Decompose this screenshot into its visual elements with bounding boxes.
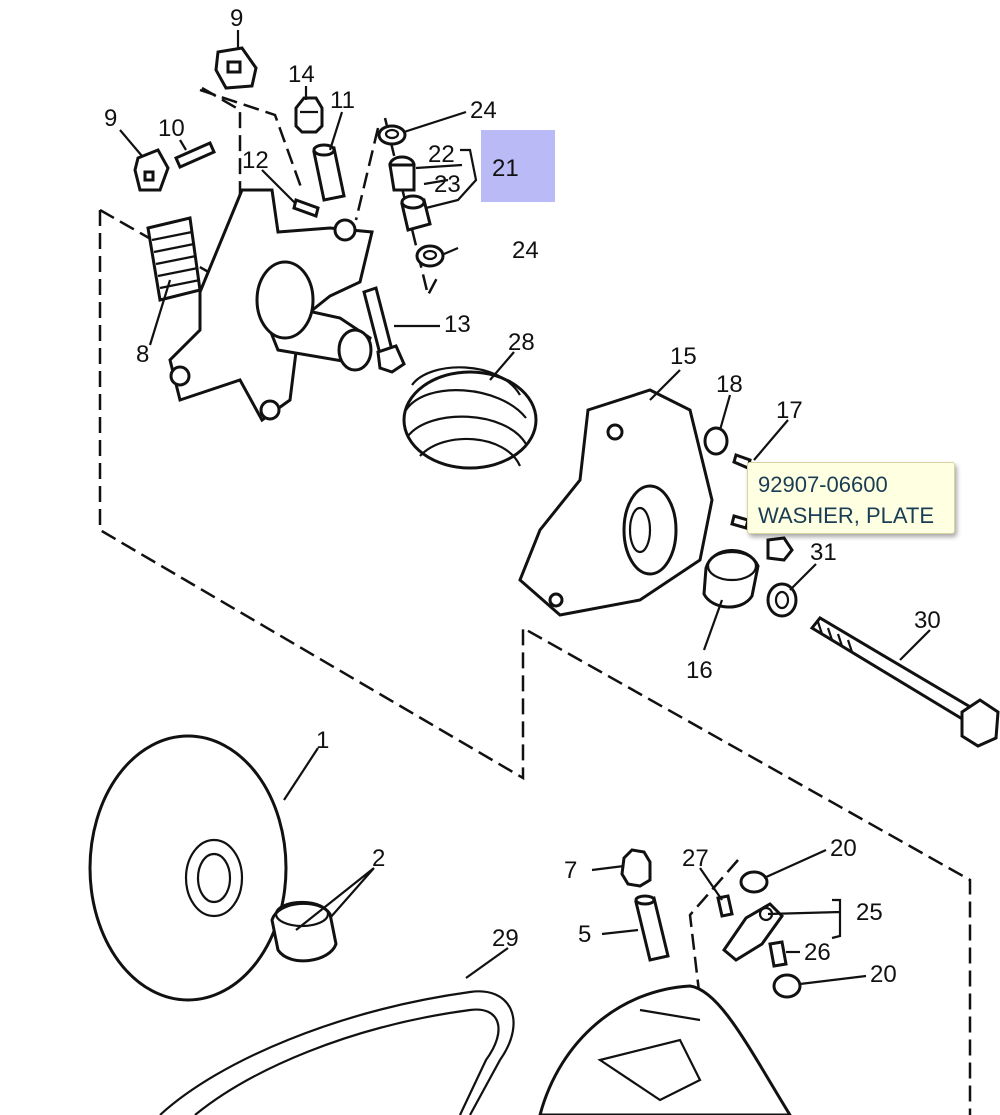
part-24-washer-top[interactable] — [377, 124, 407, 146]
callout-29[interactable]: 29 — [492, 925, 519, 952]
part-8-spider-hub[interactable] — [146, 188, 374, 423]
part-31-washer[interactable] — [766, 582, 798, 618]
callout-30[interactable]: 30 — [914, 607, 941, 634]
part-18-washer[interactable] — [703, 426, 729, 456]
tooltip-description: WASHER, PLATE — [758, 503, 935, 528]
part-1-sheave[interactable] — [88, 734, 288, 1002]
callout-7[interactable]: 7 — [564, 857, 577, 884]
part-28-spring[interactable] — [402, 366, 538, 470]
leader-lines — [119, 30, 931, 986]
part-19-screw[interactable] — [730, 514, 794, 562]
part-2-bushing[interactable] — [270, 900, 338, 963]
part-7-nut[interactable] — [620, 848, 652, 888]
callout-27[interactable]: 27 — [682, 845, 709, 872]
part-20-washer-bottom[interactable] — [772, 973, 802, 999]
callout-24-top[interactable]: 24 — [470, 97, 497, 124]
part-14-nut[interactable] — [294, 96, 324, 134]
callout-15[interactable]: 15 — [670, 343, 697, 370]
callout-22[interactable]: 22 — [428, 141, 455, 168]
callout-31[interactable]: 31 — [810, 539, 837, 566]
part-26-roller[interactable] — [768, 940, 788, 968]
callout-26[interactable]: 26 — [804, 939, 831, 966]
part-29-belt[interactable] — [159, 990, 515, 1115]
callout-28[interactable]: 28 — [508, 329, 535, 356]
callout-14[interactable]: 14 — [288, 61, 315, 88]
callout-5[interactable]: 5 — [578, 921, 591, 948]
callout-12[interactable]: 12 — [242, 147, 269, 174]
part-5-sleeve[interactable] — [634, 894, 670, 962]
callout-9-top[interactable]: 9 — [230, 5, 243, 32]
part-16-roller[interactable] — [702, 549, 760, 609]
movable-sheave-assembly[interactable] — [538, 984, 792, 1115]
part-27-screw[interactable] — [716, 894, 734, 918]
callout-11[interactable]: 11 — [330, 87, 355, 114]
part-15-cam-cover[interactable] — [518, 388, 714, 617]
bracket-22-leader — [354, 127, 380, 221]
callout-9-left[interactable]: 9 — [104, 105, 117, 132]
part-12-screw[interactable] — [292, 198, 320, 218]
callout-17[interactable]: 17 — [776, 397, 803, 424]
part-30-long-bolt[interactable] — [809, 616, 1000, 748]
part-10-pin[interactable] — [174, 141, 216, 169]
assembly-outline-left — [98, 210, 972, 1115]
callout-20-bottom[interactable]: 20 — [870, 961, 897, 988]
callout-13[interactable]: 13 — [444, 311, 471, 338]
part-9-bracket-top[interactable] — [214, 46, 258, 90]
part-tooltip: 92907-06600 WASHER, PLATE — [747, 462, 955, 534]
part-23-roller-bottom[interactable] — [400, 194, 432, 232]
callout-8[interactable]: 8 — [136, 341, 149, 368]
bracket-12-leader — [199, 88, 304, 191]
callout-10[interactable]: 10 — [158, 115, 185, 142]
callout-20-top[interactable]: 20 — [830, 835, 857, 862]
callout-18[interactable]: 18 — [716, 371, 743, 398]
callout-1[interactable]: 1 — [316, 727, 329, 754]
part-11-sleeve[interactable] — [312, 143, 346, 202]
part-22-roller-top[interactable] — [388, 155, 416, 192]
callout-24-bottom[interactable]: 24 — [512, 237, 539, 264]
part-13-bolt[interactable] — [362, 286, 406, 374]
callout-21[interactable]: 21 — [492, 155, 519, 182]
callout-2[interactable]: 2 — [372, 845, 385, 872]
selected-callout-highlight — [481, 130, 555, 202]
callout-25[interactable]: 25 — [856, 899, 883, 926]
tooltip-part-number: 92907-06600 — [758, 472, 888, 497]
part-20-washer-top[interactable] — [739, 870, 769, 894]
part-9-bracket-left[interactable] — [133, 148, 170, 192]
callout-16[interactable]: 16 — [686, 657, 713, 684]
callout-23[interactable]: 23 — [434, 171, 461, 198]
part-24-washer-bottom[interactable] — [415, 244, 445, 268]
